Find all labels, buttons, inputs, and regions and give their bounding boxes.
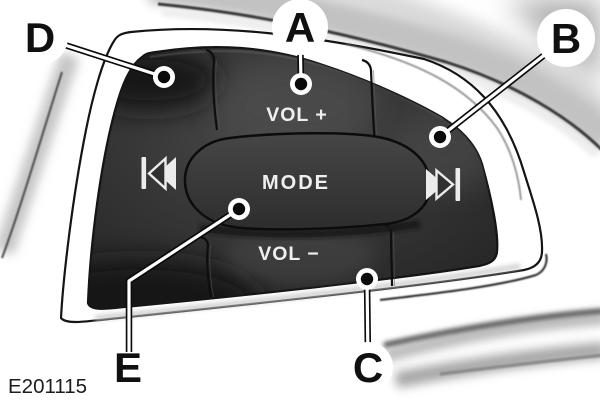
callout-a: A [272, 0, 328, 55]
mode-label: MODE [262, 172, 330, 194]
callout-b-label: B [551, 15, 581, 62]
callout-d-dot [153, 66, 175, 88]
callout-a-dot [290, 73, 312, 95]
callout-c-label: C [353, 344, 383, 391]
callout-d-circle [12, 9, 68, 65]
callout-c: C [343, 342, 393, 392]
callout-e: E [114, 344, 142, 391]
callout-d: D [12, 9, 68, 65]
volume-up-label: VOL + [266, 104, 328, 126]
separator-highlights [209, 59, 395, 298]
seek-forward-button [426, 167, 461, 202]
callout-c-circle [343, 342, 393, 392]
callout-e-dot [228, 198, 250, 220]
volume-down-button: VOL − [258, 243, 320, 265]
seek-back-button [141, 155, 176, 192]
callout-d-label: D [25, 14, 55, 61]
volume-down-label: VOL − [258, 243, 320, 265]
previous-track-icon [141, 155, 176, 192]
callout-a-circle [272, 0, 328, 55]
callout-a-label: A [285, 4, 315, 51]
callout-c-dot [356, 268, 378, 290]
mode-button: MODE [262, 172, 330, 194]
callout-b-circle [537, 9, 595, 67]
next-track-icon [426, 167, 461, 202]
spoke-shading [379, 253, 600, 388]
figure-code: E201115 [8, 375, 87, 398]
callout-b: B [537, 9, 595, 67]
volume-up-button: VOL + [266, 104, 328, 126]
callout-dots [153, 66, 451, 290]
callout-e-leader [125, 206, 241, 352]
callout-e-label: E [114, 344, 142, 391]
callout-labels: D A B C E [12, 0, 595, 392]
steering-wheel-rim-left [0, 51, 80, 259]
callout-b-dot [429, 126, 451, 148]
